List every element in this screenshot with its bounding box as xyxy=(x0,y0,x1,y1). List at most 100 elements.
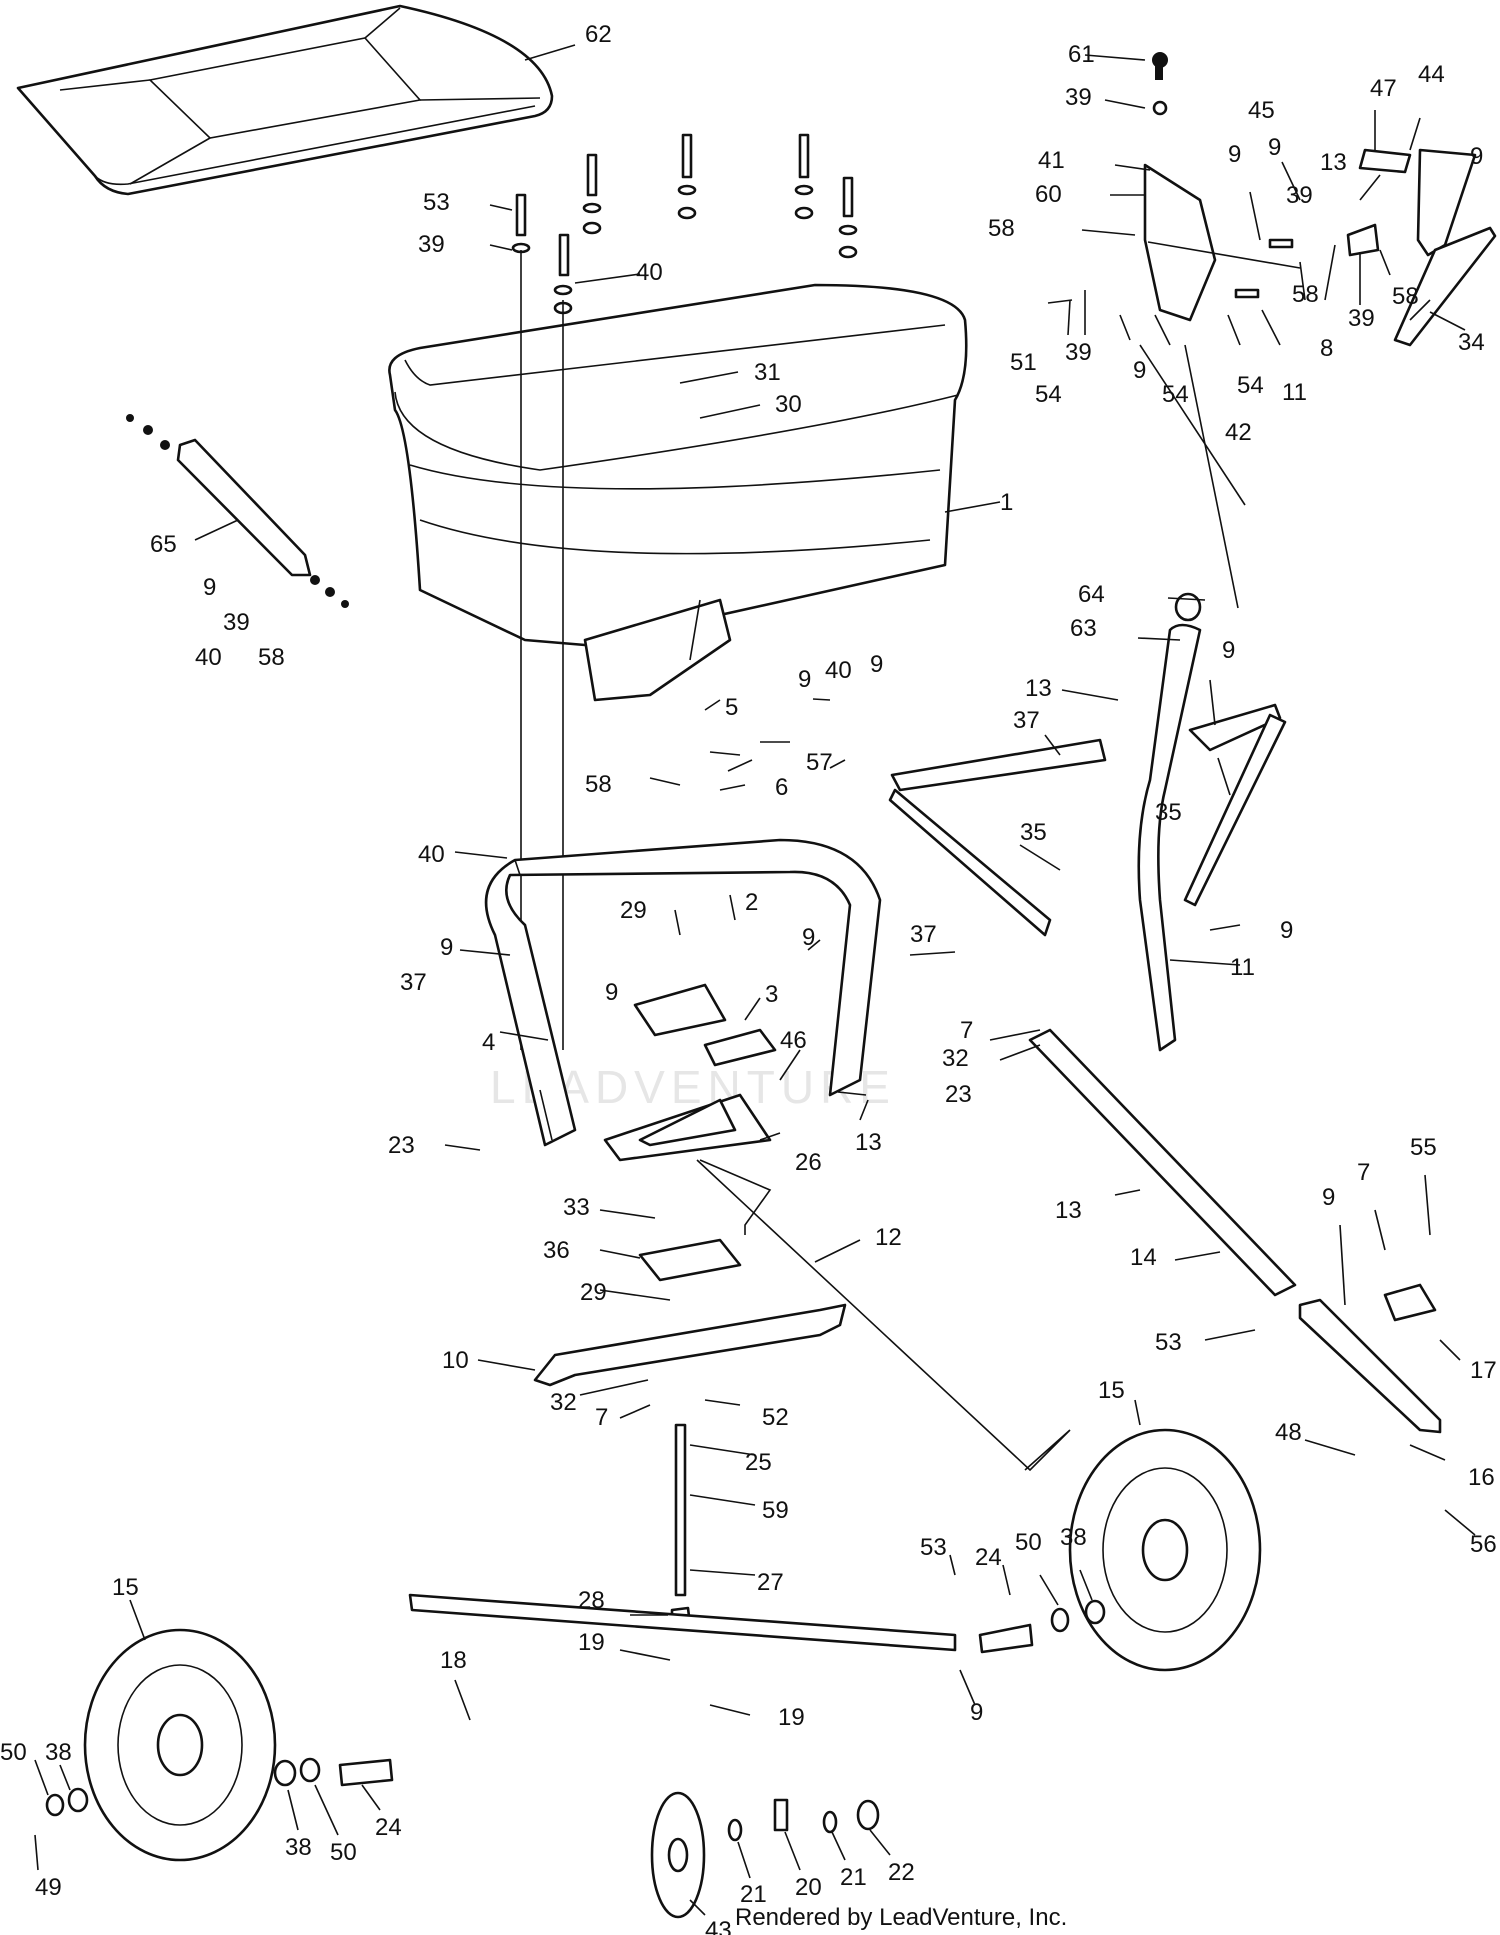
label-30: 30 xyxy=(775,391,802,418)
label-50: 50 xyxy=(330,1839,357,1866)
label-55: 55 xyxy=(1410,1134,1437,1161)
label-29: 29 xyxy=(580,1279,607,1306)
part-bushings xyxy=(45,1599,1106,1817)
label-40: 40 xyxy=(418,841,445,868)
label-26: 26 xyxy=(795,1149,822,1176)
label-24: 24 xyxy=(975,1544,1002,1571)
label-43: 43 xyxy=(705,1917,732,1935)
footer-credit: Rendered by LeadVenture, Inc. xyxy=(735,1904,1067,1931)
part-agitator-wheel xyxy=(650,1791,880,1919)
part-hopper-cover xyxy=(16,4,554,196)
label-8: 8 xyxy=(1320,335,1333,362)
label-38: 38 xyxy=(1060,1524,1087,1551)
label-33: 33 xyxy=(563,1194,590,1221)
label-1: 1 xyxy=(1000,489,1013,516)
label-13: 13 xyxy=(855,1129,882,1156)
label-9: 9 xyxy=(970,1699,983,1726)
label-3: 3 xyxy=(765,981,778,1008)
label-18: 18 xyxy=(440,1647,467,1674)
label-21: 21 xyxy=(840,1864,867,1891)
label-57: 57 xyxy=(806,749,833,776)
label-58: 58 xyxy=(258,644,285,671)
part-hopper-bolts xyxy=(511,133,858,1050)
label-38: 38 xyxy=(45,1739,72,1766)
label-31: 31 xyxy=(754,359,781,386)
part-axle-support xyxy=(533,1303,847,1387)
label-9: 9 xyxy=(870,651,883,678)
label-32: 32 xyxy=(550,1389,577,1416)
label-54: 54 xyxy=(1237,372,1264,399)
label-7: 7 xyxy=(595,1404,608,1431)
label-39: 39 xyxy=(223,609,250,636)
part-wheel-right xyxy=(1068,1428,1262,1672)
label-24: 24 xyxy=(375,1814,402,1841)
label-14: 14 xyxy=(1130,1244,1157,1271)
label-64: 64 xyxy=(1078,581,1105,608)
label-54: 54 xyxy=(1035,381,1062,408)
label-35: 35 xyxy=(1020,819,1047,846)
label-32: 32 xyxy=(942,1045,969,1072)
part-wheel-left xyxy=(83,1628,277,1862)
label-11: 11 xyxy=(1282,379,1307,406)
label-39: 39 xyxy=(1065,84,1092,111)
part-hopper xyxy=(388,283,968,702)
label-10: 10 xyxy=(442,1347,469,1374)
part-tube-14 xyxy=(1028,1028,1297,1297)
label-40: 40 xyxy=(636,259,663,286)
label-44: 44 xyxy=(1418,61,1445,88)
part-number-labels: 62 53 39 40 31 30 1 65 9 39 40 58 61 39 … xyxy=(0,21,1497,1935)
label-58: 58 xyxy=(585,771,612,798)
label-56: 56 xyxy=(1470,1531,1497,1558)
label-13: 13 xyxy=(1025,675,1052,702)
label-53: 53 xyxy=(920,1534,947,1561)
label-9: 9 xyxy=(1222,637,1235,664)
label-29: 29 xyxy=(620,897,647,924)
part-handle-tube xyxy=(1137,592,1202,1052)
label-51: 51 xyxy=(1010,349,1037,376)
label-65: 65 xyxy=(150,531,177,558)
label-9: 9 xyxy=(1470,143,1483,170)
label-40: 40 xyxy=(195,644,222,671)
label-19: 19 xyxy=(778,1704,805,1731)
label-42: 42 xyxy=(1225,419,1252,446)
label-58: 58 xyxy=(1392,283,1419,310)
label-59: 59 xyxy=(762,1497,789,1524)
label-12: 12 xyxy=(875,1224,902,1251)
label-19: 19 xyxy=(578,1629,605,1656)
label-2: 2 xyxy=(745,889,758,916)
part-shaft xyxy=(670,1423,692,1629)
label-50: 50 xyxy=(1015,1529,1042,1556)
label-5: 5 xyxy=(725,694,738,721)
leader-lines xyxy=(34,44,1476,1916)
label-39: 39 xyxy=(1065,339,1092,366)
label-38: 38 xyxy=(285,1834,312,1861)
label-7: 7 xyxy=(1357,1159,1370,1186)
label-60: 60 xyxy=(1035,181,1062,208)
label-11: 11 xyxy=(1230,954,1255,981)
label-54: 54 xyxy=(1162,381,1189,408)
label-20: 20 xyxy=(795,1874,822,1901)
label-45: 45 xyxy=(1248,97,1275,124)
part-control-panel xyxy=(1139,52,1497,609)
part-frame xyxy=(484,838,882,1147)
label-9: 9 xyxy=(798,666,811,693)
part-deflector-bracket xyxy=(126,414,349,608)
label-9: 9 xyxy=(1228,141,1241,168)
part-impeller xyxy=(603,983,777,1282)
label-53: 53 xyxy=(423,189,450,216)
label-9: 9 xyxy=(440,934,453,961)
label-39: 39 xyxy=(1286,182,1313,209)
label-49: 49 xyxy=(35,1874,62,1901)
label-37: 37 xyxy=(910,921,937,948)
label-9: 9 xyxy=(802,924,815,951)
label-15: 15 xyxy=(112,1574,139,1601)
label-21: 21 xyxy=(740,1881,767,1908)
label-39: 39 xyxy=(1348,305,1375,332)
label-9: 9 xyxy=(1268,134,1281,161)
label-48: 48 xyxy=(1275,1419,1302,1446)
label-41: 41 xyxy=(1038,147,1065,174)
label-63: 63 xyxy=(1070,615,1097,642)
label-13: 13 xyxy=(1320,149,1347,176)
label-6: 6 xyxy=(775,774,788,801)
